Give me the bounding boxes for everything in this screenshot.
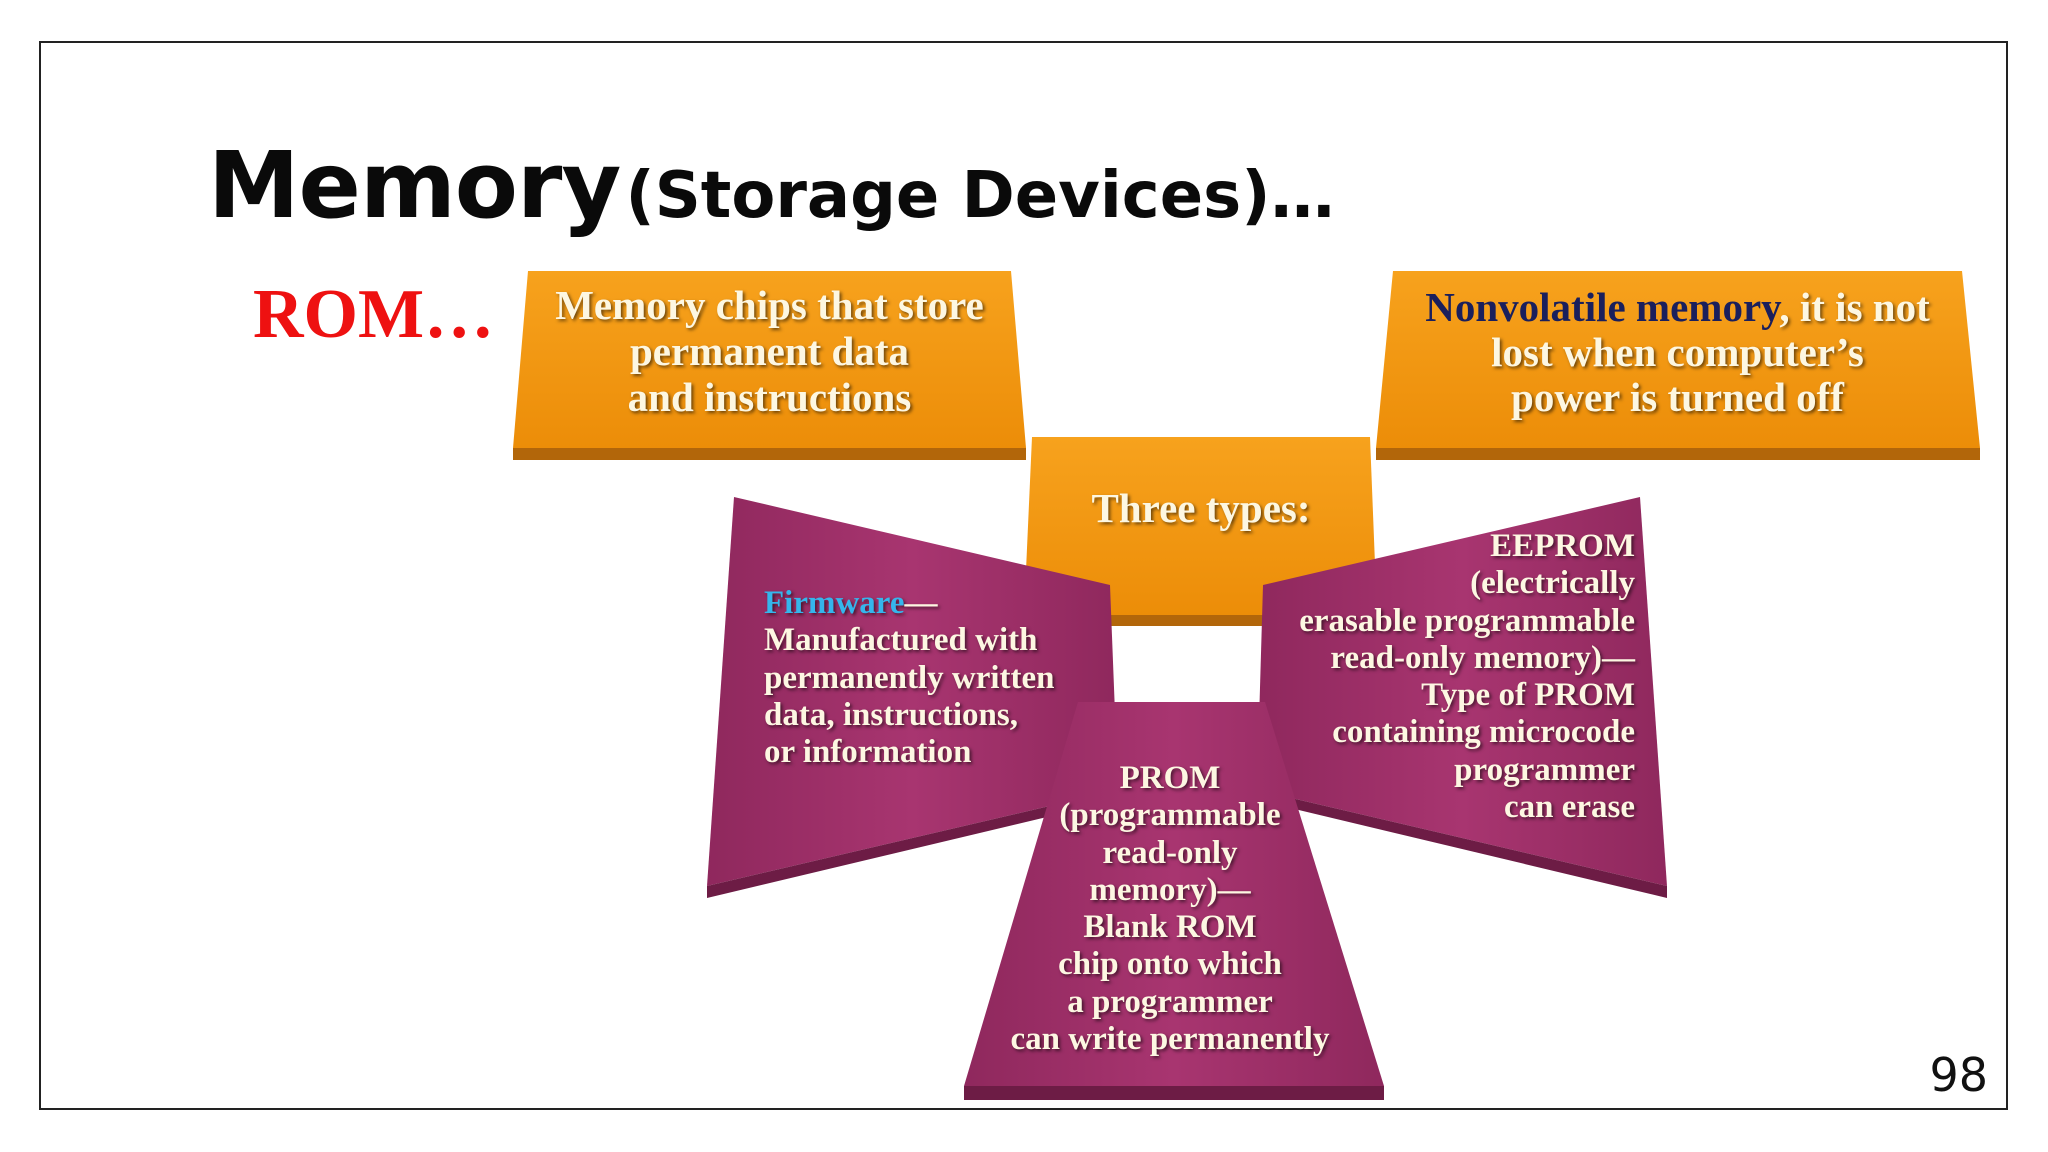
center-label: Three types: [1091,485,1311,531]
firmware-line: Manufactured with [764,622,1038,659]
definition-line: permanent data [629,327,909,374]
nonvolatile-term: Nonvolatile memory [1425,284,1780,330]
prom-line: a programmer [1067,983,1273,1020]
page-number: 98 [1929,1048,1988,1102]
definition-box [513,271,1026,460]
rom-label: ROM… [253,276,495,353]
title-main: Memory [208,132,621,239]
prom-line: (programmable [1059,797,1281,834]
eeprom-line: can erase [1503,788,1635,825]
eeprom-line: programmer [1454,751,1635,788]
eeprom-line: Type of PROM [1421,677,1635,714]
firmware-line: data, instructions, [764,696,1018,733]
firmware-box [707,497,1118,898]
prom-box [964,702,1384,1100]
prom-line: read-only [1102,834,1238,871]
slide-title: Memory (Storage Devices)… [208,132,1334,239]
firmware-line: or information [764,734,972,771]
firmware-line: permanently written [764,659,1055,696]
eeprom-line: erasable programmable [1299,602,1635,639]
prom-line: PROM [1119,760,1221,796]
prom-line: Blank ROM [1083,909,1257,946]
definition-text: Memory chips that store permanent data a… [528,282,1011,421]
definition-line: and instructions [627,373,912,420]
firmware-term-suffix: — [904,585,938,621]
nonvolatile-line: lost when computer’s [1491,329,1864,376]
prom-line: can write permanently [1010,1020,1330,1057]
nonvolatile-line: power is turned off [1511,374,1844,421]
nonvolatile-text: Nonvolatile memory, it is not lost when … [1393,284,1962,421]
firmware-term: Firmware [764,585,905,621]
title-subtitle: (Storage Devices)… [625,159,1335,233]
eeprom-text: EEPROM (electrically erasable programmab… [1270,528,1635,826]
eeprom-line: containing microcode [1332,714,1635,751]
nonvolatile-box [1376,271,1980,460]
nonvolatile-line1-rest: , it is not [1779,284,1930,330]
prom-line: chip onto which [1058,946,1282,983]
eeprom-line: EEPROM [1490,528,1635,564]
eeprom-line: read-only memory)— [1330,639,1635,676]
eeprom-box [1257,497,1667,898]
definition-line: Memory chips that store [555,282,984,328]
firmware-text: Firmware— Manufactured with permanently … [764,585,1084,771]
prom-line: memory)— [1089,871,1251,908]
eeprom-line: (electrically [1470,565,1635,602]
prom-text: PROM (programmable read-only memory)— Bl… [995,760,1345,1058]
